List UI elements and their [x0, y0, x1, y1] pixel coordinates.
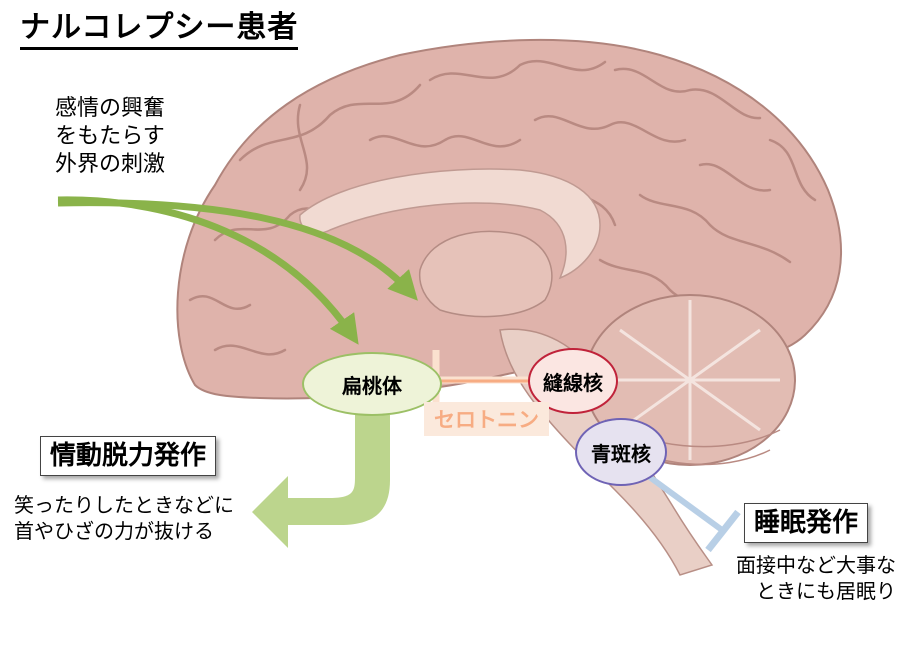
stimulus-arrow-to-brain	[57, 199, 418, 301]
sleep-attack-desc-line: 面接中など大事な	[736, 553, 896, 577]
page-title: ナルコレプシー患者	[20, 10, 299, 50]
sleep-attack-box: 睡眠発作	[744, 503, 869, 543]
amygdala-node: 扁桃体	[302, 352, 442, 416]
locus-inhibition-line	[638, 467, 724, 533]
sleep-attack-desc-line: ときにも居眠り	[756, 579, 896, 603]
cataplexy-box: 情動脱力発作	[40, 436, 217, 476]
cerebellum-folia	[600, 300, 780, 460]
cataplexy-output-arrow	[252, 415, 390, 548]
sleep-attack-description: 面接中など大事な ときにも居眠り	[706, 552, 896, 604]
stimulus-line: 外界の刺激	[54, 152, 165, 177]
stimulus-line: をもたらす	[55, 124, 165, 149]
thalamus	[418, 230, 553, 318]
corpus-callosum	[299, 168, 601, 280]
inhibition-bar	[705, 509, 741, 553]
cataplexy-desc-line: 首やひざの力が抜ける	[14, 519, 214, 543]
stimulus-line: 感情の興奮	[54, 96, 165, 121]
cataplexy-desc-line: 笑ったりしたときなどに	[14, 493, 234, 517]
serotonin-label: セロトニン	[424, 402, 549, 436]
stimulus-text: 感情の興奮 をもたらす 外界の刺激	[30, 95, 190, 179]
cataplexy-description: 笑ったりしたときなどに 首やひざの力が抜ける	[14, 492, 234, 544]
locus-coeruleus-node: 青斑核	[575, 418, 667, 486]
